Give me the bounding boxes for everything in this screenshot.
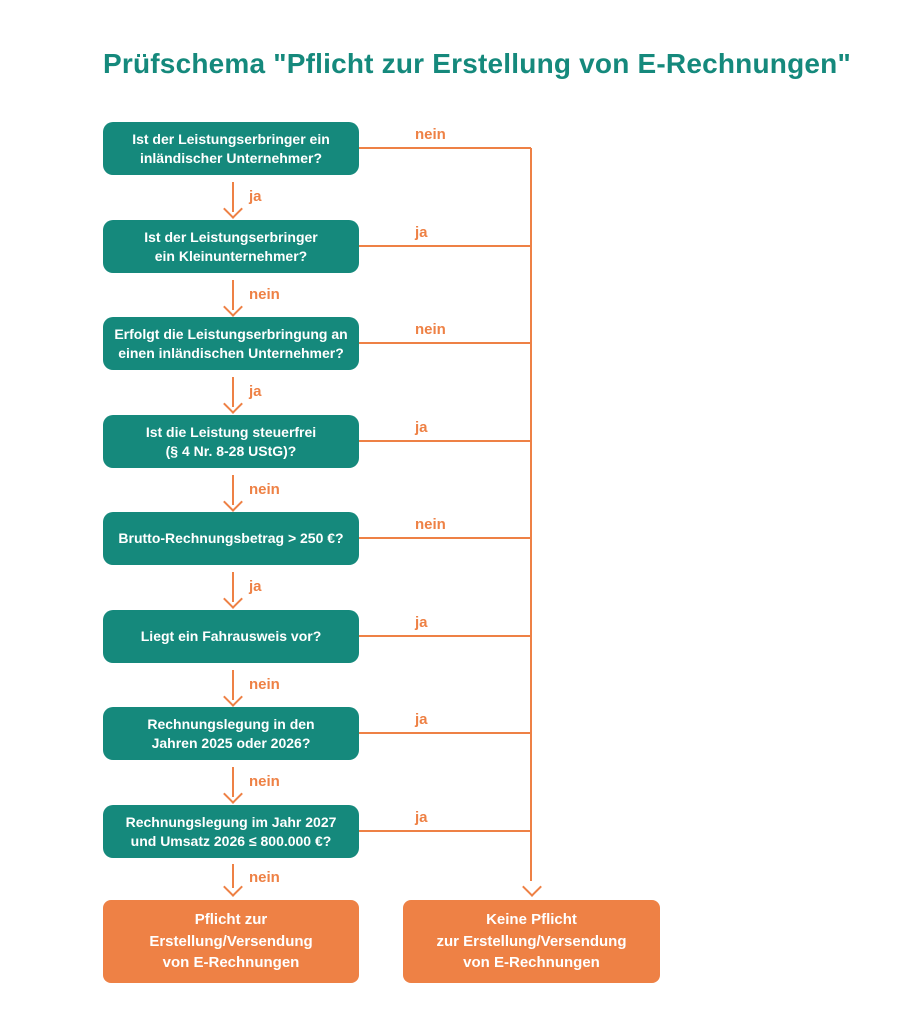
branch-label: ja	[415, 224, 428, 241]
down-arrow-label: ja	[249, 383, 262, 400]
down-arrow-line	[231, 572, 234, 602]
down-arrow-label: nein	[249, 676, 280, 693]
arrow-down-icon	[223, 492, 243, 512]
branch-line	[359, 147, 531, 149]
branch-label: ja	[415, 809, 428, 826]
branch-line	[359, 245, 531, 247]
arrow-down-icon	[522, 877, 542, 897]
outcome-box-no-obligation: Keine Pflicht zur Erstellung/Versendung …	[403, 900, 660, 983]
down-arrow-line	[231, 280, 234, 310]
question-text: Liegt ein Fahrausweis vor?	[140, 628, 322, 645]
branch-label: ja	[415, 419, 428, 436]
branch-line	[359, 537, 531, 539]
down-arrow-label: nein	[249, 869, 280, 886]
branch-line	[359, 342, 531, 344]
arrow-down-icon	[223, 589, 243, 609]
arrow-down-icon	[223, 297, 243, 317]
down-arrow-line	[231, 377, 234, 407]
arrow-down-icon	[223, 877, 243, 897]
branch-line	[359, 635, 531, 637]
question-box: Brutto-Rechnungsbetrag > 250 €?	[103, 512, 359, 565]
down-arrow-line	[231, 864, 234, 888]
question-text: Rechnungslegung in den Jahren 2025 oder …	[147, 715, 315, 751]
arrow-down-icon	[223, 394, 243, 414]
down-arrow-label: nein	[249, 481, 280, 498]
down-arrow-line	[231, 475, 234, 505]
down-arrow-line	[231, 767, 234, 797]
branch-label: ja	[415, 711, 428, 728]
question-text: Ist der Leistungserbringer ein inländisc…	[132, 130, 330, 166]
question-text: Ist der Leistungserbringer ein Kleinunte…	[144, 228, 318, 264]
branch-line	[359, 440, 531, 442]
down-arrow-line	[231, 182, 234, 212]
question-text: Ist die Leistung steuerfrei (§ 4 Nr. 8-2…	[145, 423, 317, 459]
question-text: Erfolgt die Leistungserbringung an einen…	[114, 325, 348, 361]
down-arrow-label: ja	[249, 578, 262, 595]
question-text: Brutto-Rechnungsbetrag > 250 €?	[118, 530, 344, 547]
question-box: Rechnungslegung im Jahr 2027 und Umsatz …	[103, 805, 359, 858]
outcome-text: Keine Pflicht zur Erstellung/Versendung …	[436, 910, 627, 972]
outcome-box-obligation: Pflicht zur Erstellung/Versendung von E-…	[103, 900, 359, 983]
main-branch-line	[530, 148, 532, 881]
branch-label: nein	[415, 321, 446, 338]
arrow-down-icon	[223, 199, 243, 219]
branch-label: nein	[415, 126, 446, 143]
branch-line	[359, 830, 531, 832]
down-arrow-label: nein	[249, 286, 280, 303]
outcome-text: Pflicht zur Erstellung/Versendung von E-…	[149, 910, 313, 972]
page-title: Prüfschema "Pflicht zur Erstellung von E…	[103, 48, 851, 79]
question-box: Rechnungslegung in den Jahren 2025 oder …	[103, 707, 359, 760]
question-box: Liegt ein Fahrausweis vor?	[103, 610, 359, 663]
question-box: Ist die Leistung steuerfrei (§ 4 Nr. 8-2…	[103, 415, 359, 468]
down-arrow-line	[231, 670, 234, 700]
question-box: Erfolgt die Leistungserbringung an einen…	[103, 317, 359, 370]
down-arrow-label: nein	[249, 773, 280, 790]
branch-label: ja	[415, 614, 428, 631]
down-arrow-label: ja	[249, 188, 262, 205]
question-box: Ist der Leistungserbringer ein Kleinunte…	[103, 220, 359, 273]
question-box: Ist der Leistungserbringer ein inländisc…	[103, 122, 359, 175]
question-text: Rechnungslegung im Jahr 2027 und Umsatz …	[125, 813, 337, 849]
branch-line	[359, 732, 531, 734]
arrow-down-icon	[223, 784, 243, 804]
arrow-down-icon	[223, 687, 243, 707]
branch-label: nein	[415, 516, 446, 533]
